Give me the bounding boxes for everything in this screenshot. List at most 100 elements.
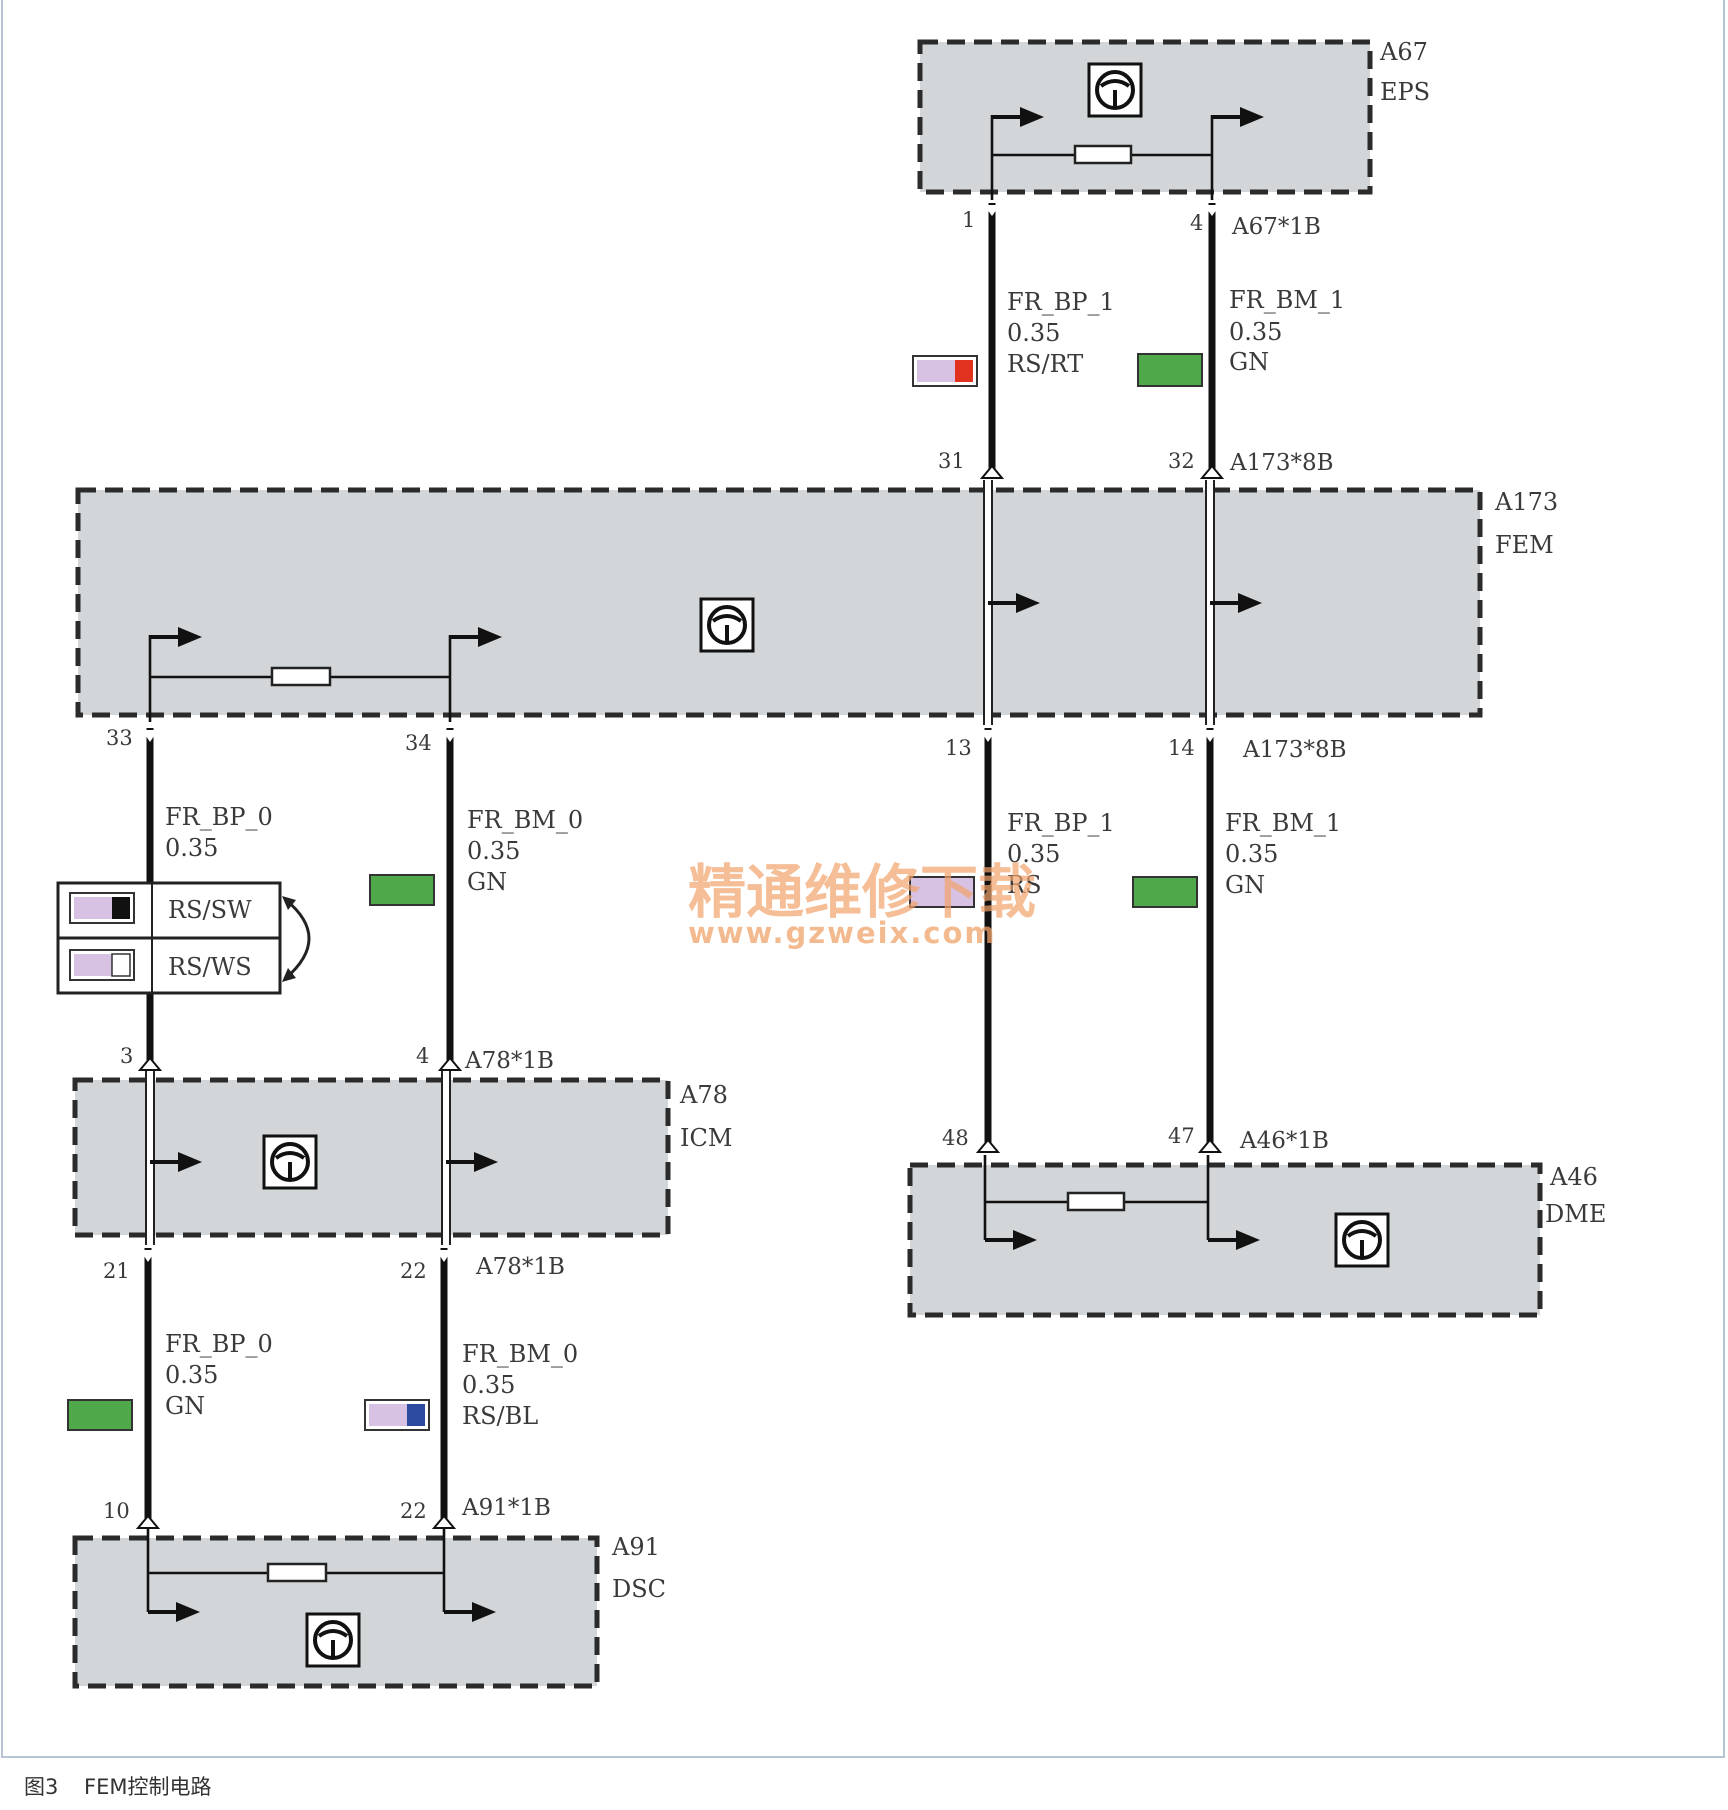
wire-color: GN (165, 1392, 205, 1420)
wire-color: GN (1225, 871, 1265, 899)
pin-label: 21 (103, 1259, 130, 1283)
wire-spec-eps-fem-plus: FR_BP_1 0.35 RS/RT (912, 288, 1115, 387)
wire-color-swatch (67, 1399, 133, 1431)
wire-signal: FR_BP_0 (165, 803, 273, 831)
module-a46-dme: A46 DME (907, 1155, 1606, 1318)
wire-fem-dme-minus (1197, 728, 1223, 1153)
wire-gauge: 0.35 (1225, 840, 1278, 868)
connector-label: A173*8B (1242, 737, 1347, 763)
legend-label: RS/WS (168, 953, 252, 981)
wire-signal: FR_BP_0 (165, 1330, 273, 1358)
connector-label: A78*1B (464, 1048, 554, 1074)
wire-icm-dsc-minus (431, 1248, 457, 1529)
fem-termination-resistor (270, 666, 332, 687)
wire-fem-icm-minus (437, 728, 463, 1071)
connector-labels: A67*1B A173*8B A173*8B A78*1B A78*1B A46… (461, 214, 1347, 1521)
wire-gauge: 0.35 (165, 834, 218, 862)
legend-swatch-rs-ws (69, 949, 135, 981)
pin-label: 32 (1168, 449, 1195, 473)
wire-color: RS (1007, 871, 1042, 899)
wire-color-swatch (369, 874, 435, 906)
wire-color-swatch (364, 1399, 430, 1431)
pin-label: 22 (400, 1259, 427, 1283)
wire-spec-fem-dme-plus: FR_BP_1 0.35 RS (909, 809, 1115, 908)
module-a78-id: A78 (679, 1081, 728, 1109)
page-frame (1, 0, 1725, 1758)
wire-signal: FR_BM_0 (467, 806, 583, 834)
wire-fem-dme-plus (975, 728, 1001, 1153)
wire-spec-eps-fem-minus: FR_BM_1 0.35 GN (1137, 286, 1345, 387)
wire-spec-fem-icm-plus: FR_BP_0 0.35 (165, 803, 273, 862)
wire-gauge: 0.35 (462, 1371, 515, 1399)
legend-swatch-rs-sw (69, 892, 135, 924)
module-a91-dsc: A91 DSC (72, 1528, 666, 1689)
dme-ecu-icon (1334, 1212, 1390, 1268)
module-a173-name: FEM (1495, 531, 1554, 559)
wire-color-swatch (909, 876, 975, 908)
connector-label: A46*1B (1239, 1128, 1329, 1154)
eps-ecu-icon (1087, 62, 1143, 118)
wire-gauge: 0.35 (1007, 319, 1060, 347)
wire-signal: FR_BM_1 (1225, 809, 1341, 837)
module-a67-name: EPS (1380, 78, 1430, 106)
connector-label: A173*8B (1229, 450, 1334, 476)
dsc-ecu-icon (305, 1612, 361, 1668)
connector-label: A78*1B (475, 1254, 565, 1280)
wire-gauge: 0.35 (467, 837, 520, 865)
pin-label: 33 (106, 726, 133, 750)
module-a91-name: DSC (612, 1575, 666, 1603)
dme-termination-resistor (1066, 1191, 1126, 1212)
wire-gauge: 0.35 (1007, 840, 1060, 868)
wire-color: GN (1229, 348, 1269, 376)
alternative-bracket (285, 898, 311, 980)
wire-color-alternatives: RS/SW RS/WS (56, 881, 311, 995)
wire-spec-icm-dsc-minus: FR_BM_0 0.35 RS/BL (364, 1340, 578, 1431)
wire-icm-dsc-plus (135, 1248, 161, 1529)
module-a67-id: A67 (1379, 38, 1428, 66)
wire-gauge: 0.35 (1229, 318, 1282, 346)
figure-title: FEM控制电路 (84, 1775, 211, 1799)
wire-gauge: 0.35 (165, 1361, 218, 1389)
pin-label: 10 (103, 1499, 130, 1523)
wire-color: RS/RT (1007, 350, 1083, 378)
wire-spec-fem-dme-minus: FR_BM_1 0.35 GN (1132, 809, 1341, 908)
wire-color: RS/BL (462, 1402, 538, 1430)
legend-label: RS/SW (168, 896, 252, 924)
pin-label: 14 (1168, 736, 1195, 760)
wire-color-swatch (912, 355, 978, 387)
wire-color: GN (467, 868, 507, 896)
pin-label: 31 (938, 449, 965, 473)
wire-eps-fem-plus (979, 203, 1005, 479)
wire-eps-fem-minus (1199, 203, 1225, 479)
wire-signal: FR_BP_1 (1007, 288, 1115, 316)
pin-label: 22 (400, 1499, 427, 1523)
figure-number: 图3 (24, 1775, 58, 1799)
wire-spec-icm-dsc-plus: FR_BP_0 0.35 GN (67, 1330, 273, 1431)
pin-label: 13 (945, 736, 972, 760)
dsc-termination-resistor (266, 1562, 328, 1583)
icm-ecu-icon (262, 1134, 318, 1190)
pin-label: 48 (942, 1126, 969, 1150)
connector-label: A91*1B (461, 1495, 551, 1521)
pin-label: 47 (1168, 1124, 1195, 1148)
eps-termination-resistor (1073, 144, 1133, 165)
wire-spec-fem-icm-minus: FR_BM_0 0.35 GN (369, 806, 583, 906)
wire-signal: FR_BP_1 (1007, 809, 1115, 837)
wire-signal: FR_BM_1 (1229, 286, 1345, 314)
watermark-text: 精通维修下载 (688, 858, 1036, 926)
pin-label: 34 (405, 731, 432, 755)
module-a46-id: A46 (1549, 1163, 1598, 1191)
module-a173-fem: A173 FEM (75, 480, 1558, 725)
wire-color-swatch (1132, 876, 1198, 908)
pin-label: 1 (962, 208, 975, 232)
connector-label: A67*1B (1231, 214, 1321, 240)
module-a91-id: A91 (611, 1533, 660, 1561)
wire-color-swatch (1137, 353, 1203, 387)
module-a78-icm: A78 ICM (72, 1070, 732, 1245)
pin-label: 4 (1190, 211, 1203, 235)
pin-label: 4 (416, 1044, 429, 1068)
pin-label: 3 (120, 1044, 133, 1068)
module-a173-id: A173 (1494, 488, 1558, 516)
module-a78-name: ICM (680, 1124, 732, 1152)
